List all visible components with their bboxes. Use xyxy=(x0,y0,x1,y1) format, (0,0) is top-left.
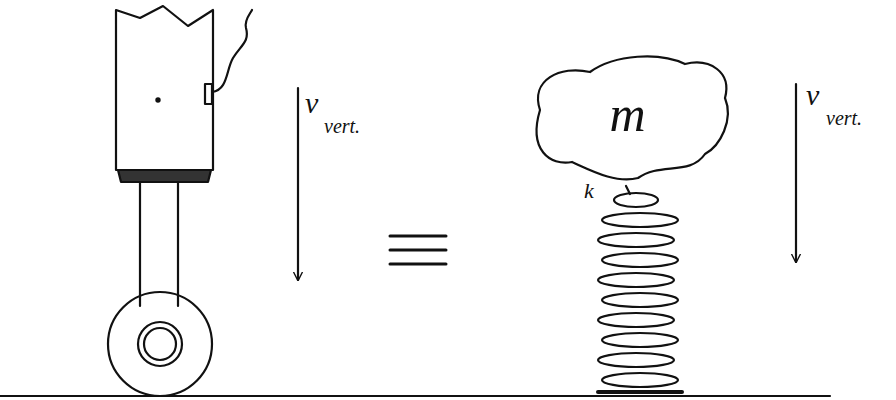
wheel-hub-inner xyxy=(144,328,176,360)
mass-label: m xyxy=(609,89,645,139)
ground-line xyxy=(0,395,830,397)
spring xyxy=(598,186,678,387)
equivalence-sign xyxy=(390,236,446,264)
wire xyxy=(212,10,252,92)
spring-coil xyxy=(602,333,678,347)
spring-coil xyxy=(598,353,674,367)
spring-constant: k xyxy=(584,180,594,202)
velocity-arrow xyxy=(297,88,299,280)
spring-coil xyxy=(598,313,674,327)
velocity-subscript: vert. xyxy=(324,116,360,136)
spring-base xyxy=(598,390,682,394)
gear-rod xyxy=(140,182,178,306)
wheel-hub xyxy=(138,322,182,366)
spring-coil xyxy=(602,373,678,387)
velocity-arrow xyxy=(795,84,797,262)
spring-top xyxy=(626,186,630,194)
gear-collar xyxy=(118,170,211,182)
velocity-symbol: v xyxy=(806,80,819,110)
spring-coil xyxy=(602,253,678,267)
wheel xyxy=(108,292,212,396)
wire-connector xyxy=(205,84,212,104)
spring-coil xyxy=(598,233,674,247)
spring-coil xyxy=(598,273,674,287)
velocity-subscript: vert. xyxy=(826,108,862,128)
spring-coil xyxy=(602,213,678,227)
velocity-symbol: v xyxy=(305,88,318,118)
spring-coil xyxy=(614,193,658,207)
gear-cylinder xyxy=(116,6,213,170)
cylinder-dot xyxy=(156,98,159,101)
spring-coil xyxy=(602,293,678,307)
mass-blob: m xyxy=(520,50,735,186)
